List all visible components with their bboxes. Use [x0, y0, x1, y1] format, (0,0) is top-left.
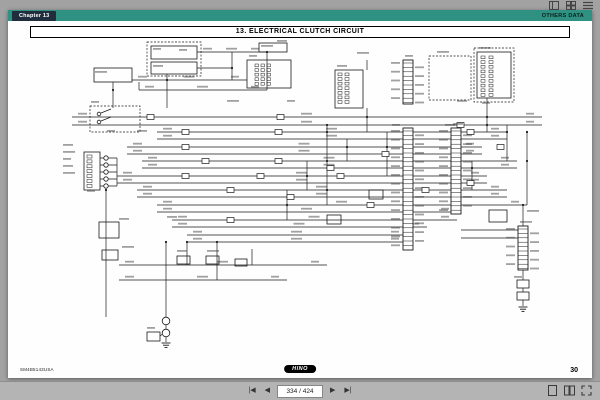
hino-logo: HINO: [284, 365, 316, 373]
next-page-button[interactable]: ▶: [328, 385, 337, 397]
page-title: 13. ELECTRICAL CLUTCH CIRCUIT: [30, 26, 570, 38]
page-navigation: |◀ ◀ 334 / 424 ▶ ▶|: [246, 384, 353, 398]
first-page-button[interactable]: |◀: [246, 385, 257, 397]
fullscreen-icon[interactable]: [581, 385, 592, 396]
page-number-input[interactable]: 334 / 424: [277, 384, 323, 398]
chapter-badge: Chapter 13: [12, 10, 57, 21]
last-page-button[interactable]: ▶|: [342, 385, 353, 397]
viewer-top-toolbar: [548, 1, 593, 10]
single-page-view-icon[interactable]: [547, 385, 558, 396]
grid-view-icon[interactable]: [565, 1, 576, 10]
doc-code: SM4B5143USA: [20, 367, 54, 372]
thumbnail-panel-icon[interactable]: [548, 1, 559, 10]
wiring-diagram: [63, 40, 542, 348]
section-label: OTHERS DATA: [541, 12, 584, 19]
two-page-view-icon[interactable]: [564, 385, 575, 396]
page-number: 30: [570, 367, 578, 374]
toolbar-right-icons: [547, 385, 592, 396]
page-header-bar: Chapter 13 OTHERS DATA: [8, 10, 592, 21]
viewer-bottom-toolbar: |◀ ◀ 334 / 424 ▶ ▶|: [0, 381, 600, 400]
menu-icon[interactable]: [582, 1, 593, 10]
prev-page-button[interactable]: ◀: [263, 385, 272, 397]
document-page: Chapter 13 OTHERS DATA 13. ELECTRICAL CL…: [8, 10, 592, 378]
